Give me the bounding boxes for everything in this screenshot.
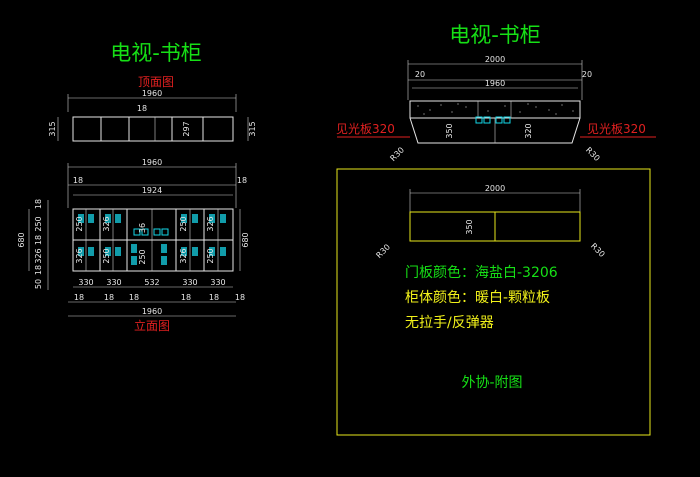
- left-title: 电视-书柜: [110, 41, 202, 65]
- bw-2: 330: [106, 278, 121, 287]
- annex-panel: 2000 350 R30 R30: [374, 184, 606, 260]
- bg-4: 18: [181, 293, 191, 302]
- side-radius-left: R30: [388, 145, 406, 163]
- cell-h-8: 250: [206, 248, 215, 263]
- top-depth-right: 315: [248, 121, 257, 136]
- cell-h-4: 250: [102, 248, 111, 263]
- ldim-6: 50: [34, 279, 43, 289]
- cell-h-6: 326: [179, 248, 188, 263]
- mid-h-1: 36: [138, 223, 147, 233]
- annex-frame: [336, 168, 651, 436]
- ldim-4: 326: [34, 248, 43, 263]
- cell-h-3: 326: [102, 216, 111, 231]
- elev-side-right: 18: [237, 176, 247, 185]
- bg-2: 18: [104, 293, 114, 302]
- bg-3: 18: [129, 293, 139, 302]
- side-left-height: 350: [445, 123, 454, 138]
- elev-height-right: 680: [241, 232, 250, 247]
- side-overall: 2000: [485, 55, 505, 64]
- cell-h-5: 250: [179, 216, 188, 231]
- elev-side-left: 18: [73, 176, 83, 185]
- side-right-height: 320: [524, 123, 533, 138]
- annex-note-door-color: 门板颜色：海盐白-3206: [405, 264, 558, 281]
- annex-height: 350: [465, 219, 474, 234]
- bw-3: 532: [144, 278, 159, 287]
- side-view: 2000 20 20 1960 350 320 见光板320 见光板: [336, 55, 656, 163]
- bw-4: 330: [182, 278, 197, 287]
- top-gap-dim: 18: [137, 104, 147, 113]
- cell-h-2: 326: [75, 248, 84, 263]
- ldim-2: 250: [34, 216, 43, 231]
- bg-5: 18: [209, 293, 219, 302]
- side-right-gap: 20: [582, 70, 592, 79]
- mid-h-2: 250: [138, 249, 147, 264]
- top-inner-depth: 297: [182, 121, 191, 136]
- right-title: 电视-书柜: [449, 23, 541, 47]
- elev-height-left: 680: [17, 232, 26, 247]
- side-right-label: 见光板320: [587, 122, 646, 136]
- bg-6: 18: [235, 293, 245, 302]
- annex-note-body-color: 柜体颜色：暖白-颗粒板: [405, 289, 550, 306]
- bottom-overall: 1960: [142, 307, 162, 316]
- elevation-label: 立面图: [134, 318, 170, 333]
- bg-1: 18: [74, 293, 84, 302]
- bw-1: 330: [78, 278, 93, 287]
- ldim-3: 18: [34, 235, 43, 245]
- cell-h-1: 250: [75, 216, 84, 231]
- top-view-label: 顶面图: [138, 75, 174, 89]
- ldim-5: 18: [34, 265, 43, 275]
- side-inner: 1960: [485, 79, 505, 88]
- annex-note-handle: 无拉手/反弹器: [405, 315, 494, 331]
- top-depth-left: 315: [48, 121, 57, 136]
- elev-inner-dim: 1924: [142, 186, 162, 195]
- ldim-1: 18: [34, 199, 43, 209]
- side-left-gap: 20: [415, 70, 425, 79]
- side-radius-right: R30: [584, 145, 602, 163]
- annex-radius-right: R30: [589, 241, 607, 259]
- elevation-view: 1960 18 18 1924: [17, 158, 250, 317]
- annex-width: 2000: [485, 184, 505, 193]
- top-view: 1960 18 315 315 297: [48, 89, 257, 142]
- cell-h-7: 326: [206, 216, 215, 231]
- annex-radius-left: R30: [374, 242, 392, 260]
- bw-5: 330: [210, 278, 225, 287]
- side-left-label: 见光板320: [336, 122, 395, 136]
- elev-overall-dim: 1960: [142, 158, 162, 167]
- annex-caption: 外协-附图: [461, 375, 522, 391]
- top-overall-dim: 1960: [142, 89, 162, 98]
